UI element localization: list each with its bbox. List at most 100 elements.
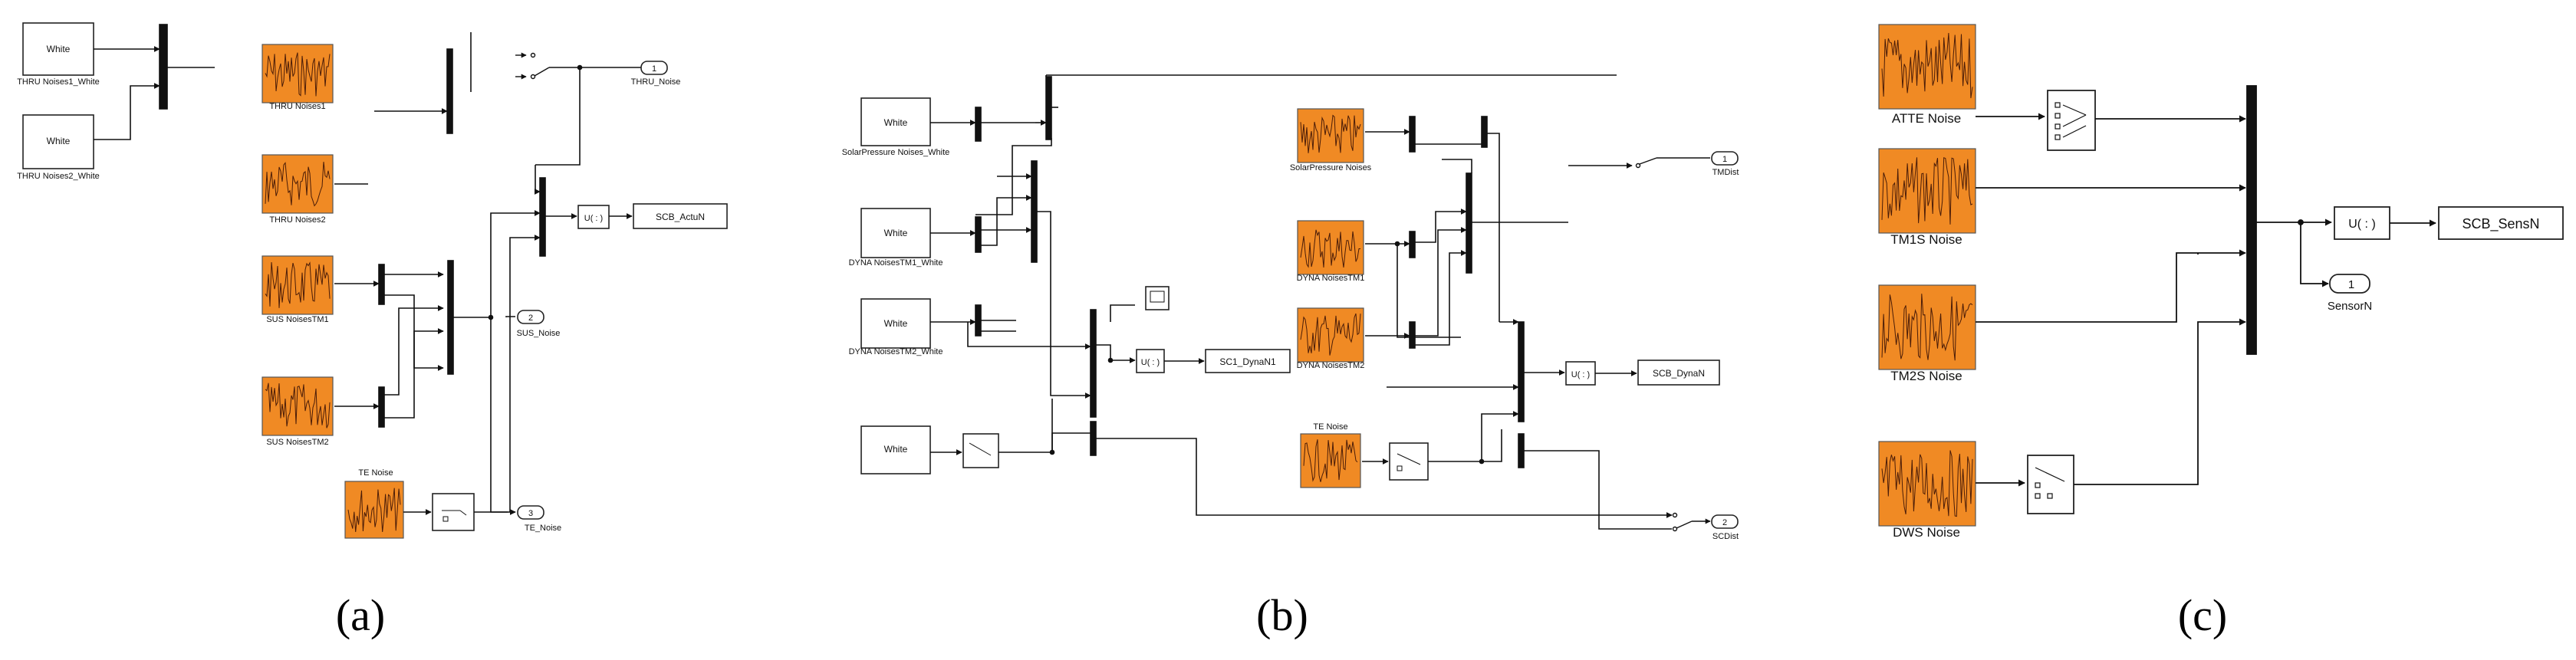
switch-scdist[interactable] bbox=[1672, 512, 1711, 532]
dyna2-white-label: DYNA NoisesTM2_White bbox=[849, 347, 943, 356]
mux-bar[interactable] bbox=[1409, 321, 1416, 349]
dws-label: DWS Noise bbox=[1893, 525, 1960, 540]
outport-number: 1 bbox=[1722, 155, 1727, 164]
white-source-thru1[interactable]: White bbox=[22, 22, 94, 76]
fcn-block-a[interactable]: U( : ) bbox=[577, 205, 610, 229]
noise-block-solar[interactable] bbox=[1297, 108, 1364, 163]
thru1-white-label: THRU Noises1_White bbox=[17, 77, 100, 87]
caption-c: (c) bbox=[2178, 590, 2227, 640]
white-source-thru2[interactable]: White bbox=[22, 114, 94, 169]
selector-atte[interactable] bbox=[2047, 90, 2096, 151]
mux-bar-sus[interactable] bbox=[447, 260, 454, 375]
fcn-label: U( : ) bbox=[2348, 218, 2376, 231]
mux-bar[interactable] bbox=[378, 264, 385, 305]
thru1-label: THRU Noises1 bbox=[269, 102, 325, 111]
thru2-label: THRU Noises2 bbox=[269, 215, 325, 225]
scb-sensn-block[interactable]: SCB_SensN bbox=[2438, 206, 2564, 240]
noise-block-thru1[interactable] bbox=[262, 44, 334, 103]
fcn-label: U( : ) bbox=[1141, 358, 1160, 367]
panel-c: ATTE Noise TM1S Noise TM2S Noise DWS Noi… bbox=[1878, 24, 2564, 640]
scb-actun-label: SCB_ActuN bbox=[656, 212, 705, 222]
sc1-dynan1-block[interactable]: SC1_DynaN1 bbox=[1205, 349, 1291, 373]
panel-b: White SolarPressure Noises_White White D… bbox=[842, 74, 1739, 640]
outport-number: 1 bbox=[2348, 278, 2354, 291]
white-label: White bbox=[884, 444, 908, 455]
scb-sensn-label: SCB_SensN bbox=[2462, 216, 2539, 232]
outport-tmdist[interactable]: 1 bbox=[1711, 151, 1739, 166]
fcn-block-b1[interactable]: U( : ) bbox=[1136, 349, 1165, 373]
outport-thru-noise[interactable]: 1 bbox=[640, 61, 668, 75]
noise-block-thru2[interactable] bbox=[262, 154, 334, 214]
mux-bar[interactable] bbox=[975, 304, 982, 337]
white-label: White bbox=[47, 44, 71, 54]
dyna1-white-label: DYNA NoisesTM1_White bbox=[849, 258, 943, 268]
fcn-label: U( : ) bbox=[1571, 370, 1590, 379]
noise-block-sus2[interactable] bbox=[262, 376, 334, 436]
switch-tmdist[interactable] bbox=[1635, 157, 1711, 169]
noise-block-dyna2[interactable] bbox=[1297, 307, 1364, 363]
mux-bar[interactable] bbox=[1481, 116, 1488, 148]
selector-dws[interactable] bbox=[2027, 455, 2074, 514]
mux-bar[interactable] bbox=[378, 386, 385, 428]
noise-block-tm1s[interactable] bbox=[1878, 148, 1976, 234]
mux-bar[interactable] bbox=[1045, 76, 1052, 140]
caption-a: (a) bbox=[336, 590, 385, 640]
mux-bar-dyna-main[interactable] bbox=[1090, 309, 1097, 418]
white-source-dyna1[interactable]: White bbox=[860, 208, 931, 258]
mux-bar-dyna1[interactable] bbox=[1031, 160, 1038, 263]
white-source-solar[interactable]: White bbox=[860, 97, 931, 146]
selector-te-b[interactable] bbox=[1389, 442, 1429, 481]
solar-white-label: SolarPressure Noises_White bbox=[842, 148, 950, 157]
mux-bar-sens[interactable] bbox=[2246, 85, 2257, 355]
outport-scdist[interactable]: 2 bbox=[1711, 514, 1739, 529]
outport-te-noise[interactable]: 3 bbox=[517, 505, 544, 520]
mux-bar[interactable] bbox=[1409, 116, 1416, 153]
mux-bar[interactable] bbox=[446, 48, 453, 134]
noise-block-atte[interactable] bbox=[1878, 24, 1976, 110]
tm2s-label: TM2S Noise bbox=[1890, 369, 1962, 383]
noise-blocks-c bbox=[1878, 24, 1976, 527]
te-noise-b-label: TE Noise bbox=[1313, 422, 1347, 432]
scope-block[interactable] bbox=[1145, 286, 1170, 310]
mux-bar-actu[interactable] bbox=[539, 177, 546, 257]
outport-number: 1 bbox=[652, 64, 656, 74]
noise-block-dyna1[interactable] bbox=[1297, 220, 1364, 275]
mux-bar[interactable] bbox=[1090, 421, 1097, 456]
noise-block-sus1[interactable] bbox=[262, 255, 334, 315]
switch-thru[interactable] bbox=[515, 52, 550, 80]
noise-block-te-b[interactable] bbox=[1300, 433, 1361, 488]
mux-bar[interactable] bbox=[159, 24, 168, 110]
outport-number: 2 bbox=[1722, 518, 1727, 527]
sus-noise-label: SUS_Noise bbox=[517, 329, 561, 338]
mux-bar-dyna[interactable] bbox=[1466, 172, 1472, 274]
outport-number: 3 bbox=[528, 509, 533, 518]
noise-blocks-b bbox=[1297, 108, 1364, 488]
mux-bar-scb-dyna[interactable] bbox=[1518, 321, 1525, 422]
panel-a: White THRU Noises1_White White THRU Nois… bbox=[17, 22, 728, 640]
mux-bar[interactable] bbox=[975, 107, 982, 142]
white-label: White bbox=[884, 117, 908, 128]
fcn-block-b2[interactable]: U( : ) bbox=[1565, 361, 1596, 386]
caption-b: (b) bbox=[1256, 590, 1308, 640]
fcn-block-c[interactable]: U( : ) bbox=[2334, 206, 2390, 240]
outport-sensorn[interactable]: 1 bbox=[2329, 274, 2370, 294]
noise-block-tm2s[interactable] bbox=[1878, 284, 1976, 370]
mux-bar[interactable] bbox=[1518, 433, 1525, 468]
white-source-dyna2[interactable]: White bbox=[860, 298, 931, 349]
white-source-4[interactable]: White bbox=[860, 425, 931, 474]
selector-te[interactable] bbox=[432, 493, 475, 531]
dyna1-label: DYNA NoisesTM1 bbox=[1297, 274, 1365, 283]
outport-sus-noise[interactable]: 2 bbox=[517, 310, 544, 324]
scb-actun-block[interactable]: SCB_ActuN bbox=[633, 203, 728, 229]
white-label: White bbox=[47, 136, 71, 146]
noise-block-te[interactable] bbox=[344, 481, 404, 539]
sus1-label: SUS NoisesTM1 bbox=[266, 315, 328, 324]
mux-bar[interactable] bbox=[1409, 231, 1416, 258]
tm1s-label: TM1S Noise bbox=[1890, 232, 1962, 247]
noise-block-dws[interactable] bbox=[1878, 441, 1976, 527]
selector-b[interactable] bbox=[962, 433, 999, 468]
scb-dynan-block[interactable]: SCB_DynaN bbox=[1637, 360, 1720, 386]
noise-blocks-a bbox=[262, 44, 404, 539]
mux-bar[interactable] bbox=[975, 216, 982, 253]
